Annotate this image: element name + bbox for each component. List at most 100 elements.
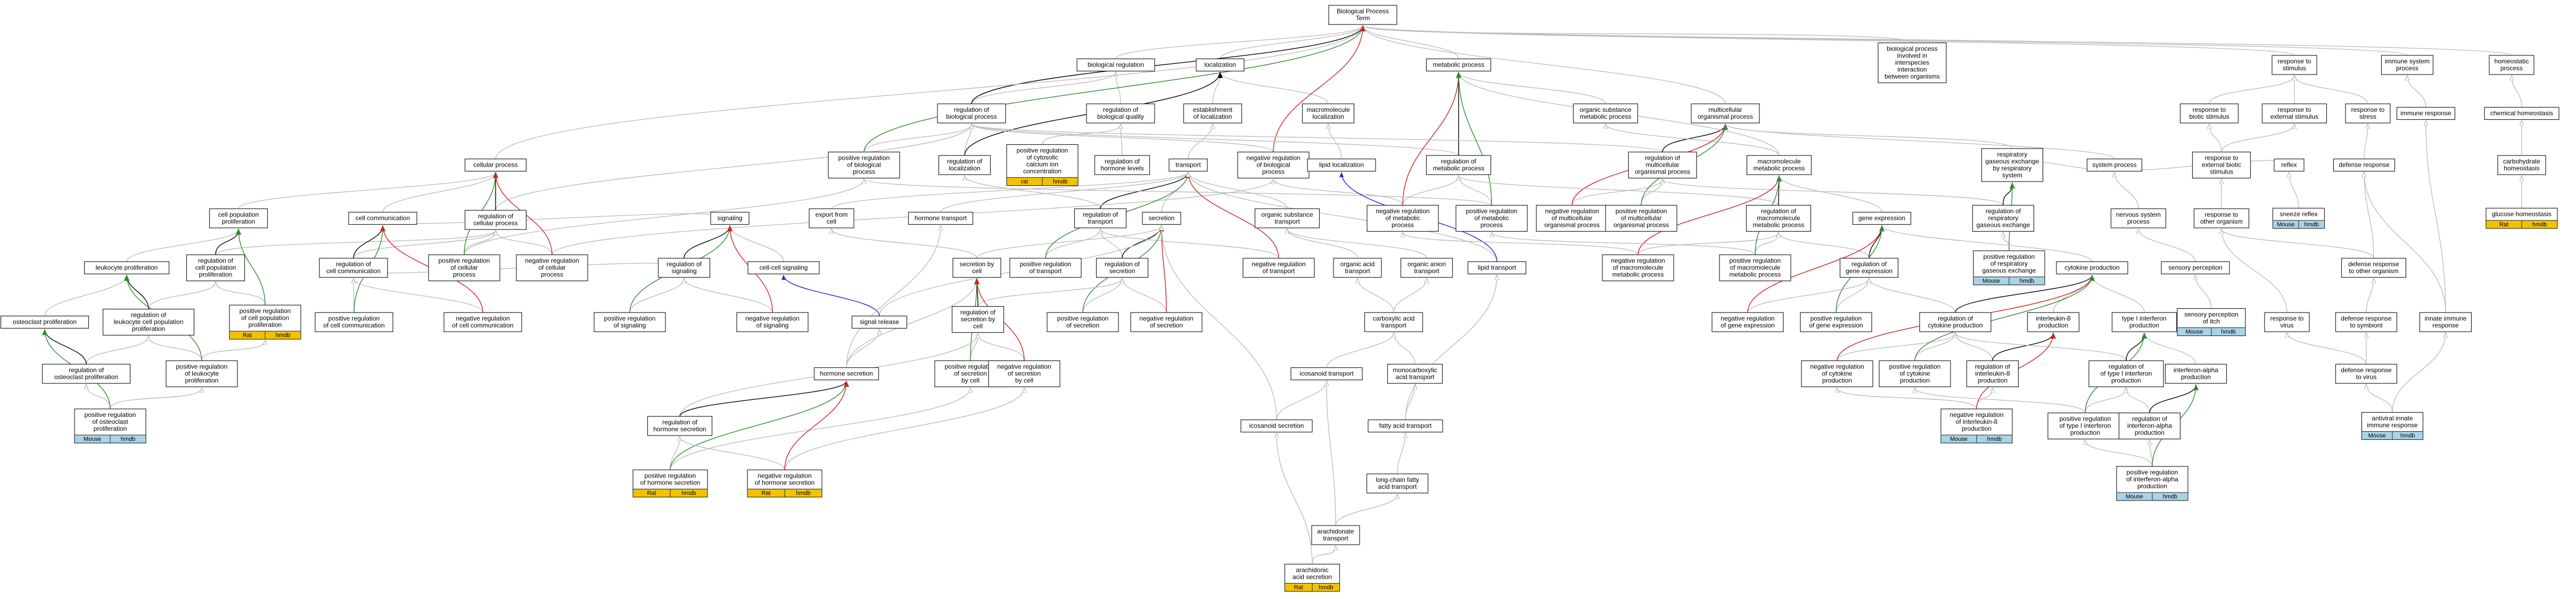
go-term-node[interactable]: fatty acid transport (1368, 419, 1443, 433)
go-term-node[interactable]: gene expression (1852, 211, 1912, 225)
go-term-node[interactable]: system process (2086, 158, 2143, 172)
go-term-node[interactable]: lipid localization (1307, 158, 1376, 172)
go-term-node[interactable]: hormone transport (908, 211, 974, 225)
go-term-node[interactable]: cell communication (348, 211, 417, 225)
go-term-node[interactable]: signaling (710, 211, 750, 225)
go-term-node[interactable]: localization (1196, 58, 1245, 72)
go-term-node[interactable]: immune response (2396, 106, 2456, 120)
go-term-node[interactable]: icosanoid secretion (1240, 419, 1313, 433)
go-term-node[interactable]: leukocyte proliferation (84, 261, 170, 275)
go-term-node[interactable]: osteoclast proliferation (0, 315, 89, 329)
go-term-node[interactable]: biological regulation (1076, 58, 1155, 72)
go-term-node[interactable]: reflex (2274, 158, 2305, 172)
go-term-node[interactable]: hormone secretion (813, 367, 879, 381)
go-term-node[interactable]: cytokine production (2056, 261, 2128, 275)
go-term-node[interactable]: signal release (851, 315, 908, 329)
go-term-node[interactable]: lipid transport (1467, 261, 1527, 275)
go-term-node[interactable]: chemical homeostasis (2484, 106, 2559, 120)
go-term-node[interactable]: metabolic process (1426, 58, 1492, 72)
go-term-node[interactable]: transport (1168, 158, 1208, 172)
